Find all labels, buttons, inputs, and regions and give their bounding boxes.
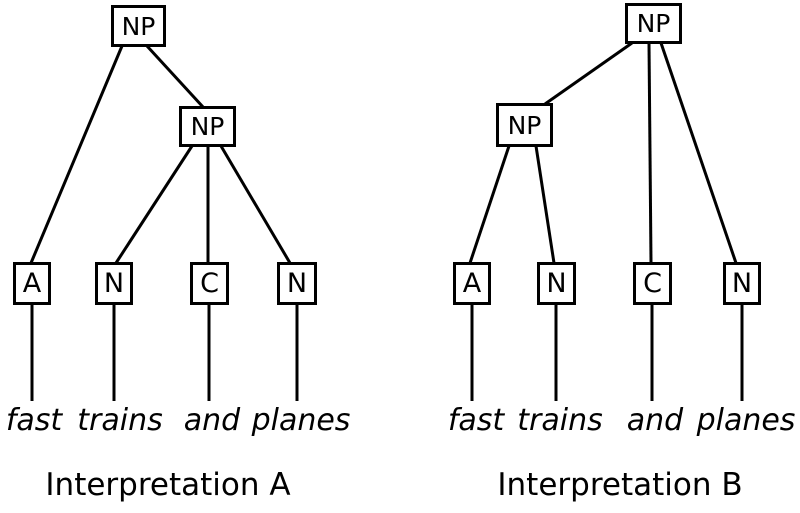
tree-a-leaf-c-label: C	[200, 268, 219, 299]
tree-b-leaf-n1-label: N	[546, 268, 567, 299]
tree-b-leaf-n2-node: N	[723, 262, 761, 305]
tree-a-leaf-n1-node: N	[95, 262, 133, 305]
tree-a-word-fast: fast	[5, 403, 63, 438]
tree-a-root-np-label: NP	[121, 11, 156, 41]
tree-b-word-planes: planes	[696, 403, 796, 438]
edge-b-root-to-n2	[659, 42, 738, 264]
tree-a-word-and: and	[183, 403, 241, 438]
tree-a-leaf-n1-label: N	[103, 268, 125, 299]
tree-a-root-np-node: NP	[111, 5, 166, 47]
tree-b-root-np-label: NP	[636, 9, 671, 38]
tree-b-word-trains: trains	[517, 403, 603, 438]
tree-a-word-planes: planes	[251, 403, 351, 438]
tree-a-leaf-a-node: A	[13, 262, 51, 305]
edge-a-root-to-inner-np	[145, 44, 205, 109]
tree-b-leaf-c-label: C	[643, 268, 662, 299]
tree-a-leaf-c-node: C	[190, 262, 229, 305]
edge-a-inner-to-n2	[219, 145, 292, 264]
tree-b-leaf-n1-node: N	[537, 262, 576, 305]
tree-a-inner-np-label: NP	[190, 112, 225, 141]
edge-a-root-to-a	[29, 45, 124, 264]
tree-b-caption: Interpretation B	[497, 467, 743, 503]
tree-a-leaf-a-label: A	[22, 268, 42, 299]
tree-a-leaf-n2-node: N	[277, 262, 317, 305]
tree-a-word-trains: trains	[77, 403, 163, 438]
tree-b-word-fast: fast	[447, 403, 505, 438]
tree-b-leaf-a-label: A	[462, 268, 482, 299]
tree-a-caption: Interpretation A	[45, 467, 291, 503]
tree-b-inner-np-node: NP	[496, 103, 553, 147]
tree-b-word-and: and	[626, 403, 684, 438]
edge-b-root-to-inner-np	[544, 41, 633, 106]
tree-a-leaf-n2-label: N	[286, 268, 308, 299]
tree-b-leaf-c-node: C	[633, 262, 672, 305]
edge-a-inner-to-n1	[114, 145, 194, 264]
tree-b-leaf-n2-label: N	[731, 268, 753, 299]
edge-b-inner-to-n1	[534, 145, 556, 264]
tree-b-inner-np-label: NP	[507, 110, 542, 140]
tree-a-inner-np-node: NP	[179, 106, 236, 147]
edge-b-inner-to-a	[468, 145, 511, 264]
tree-b-leaf-a-node: A	[453, 262, 491, 305]
tree-b-root-np-node: NP	[625, 3, 682, 44]
edge-b-root-to-c	[647, 42, 653, 263]
